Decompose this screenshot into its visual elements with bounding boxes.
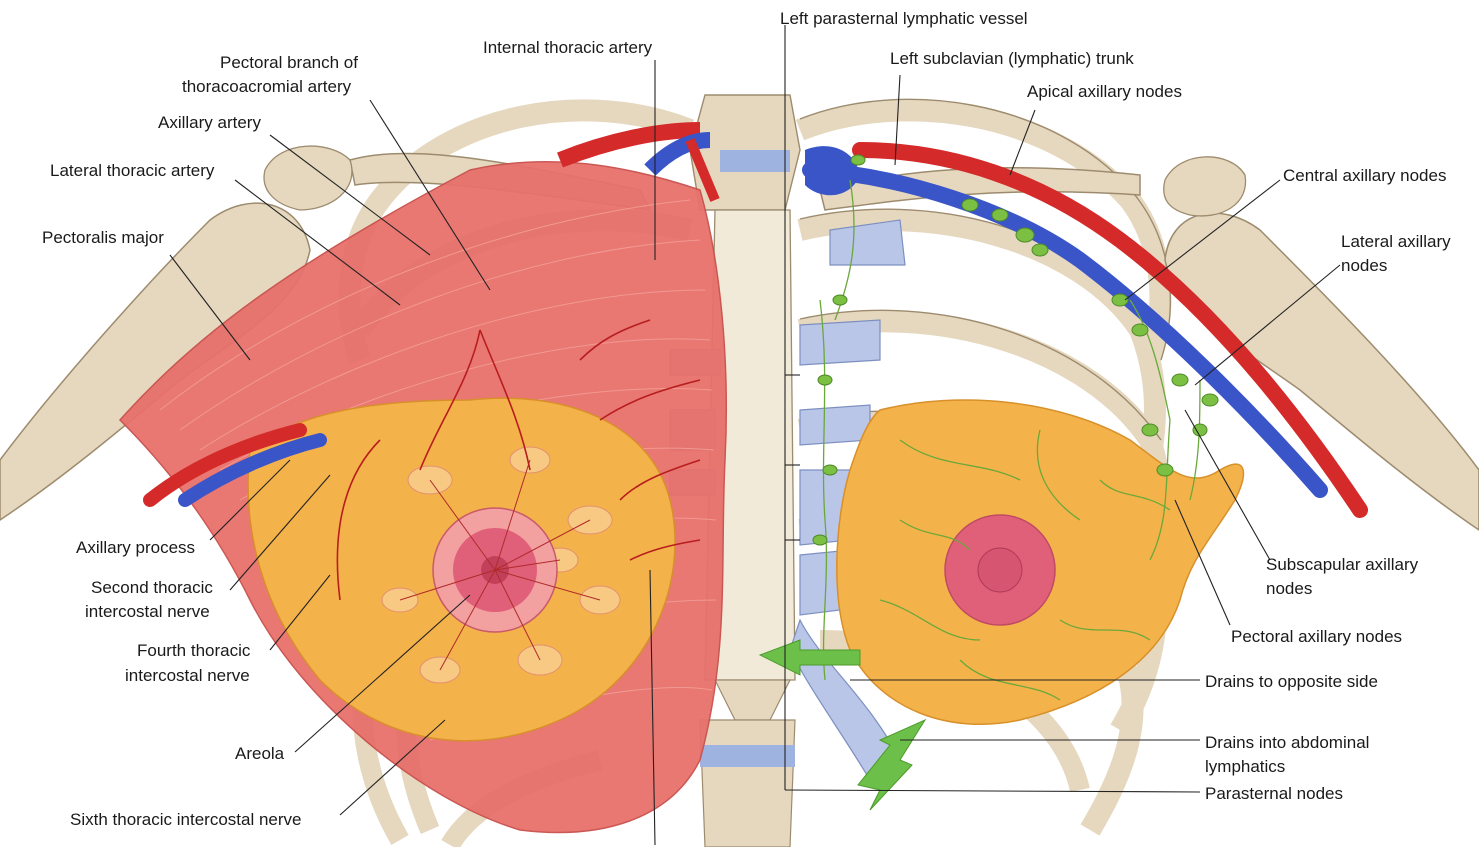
label-pectoral-axillary: Pectoral axillary nodes — [1231, 627, 1402, 646]
label-internal-thoracic: Internal thoracic artery — [483, 38, 653, 57]
label-areola: Areola — [235, 744, 285, 763]
left-acromion — [264, 146, 352, 210]
label-lateral-axillary-2: nodes — [1341, 256, 1387, 275]
label-left-subclavian: Left subclavian (lymphatic) trunk — [890, 49, 1134, 68]
label-subscapular-1: Subscapular axillary — [1266, 555, 1419, 574]
right-acromion — [1164, 157, 1246, 216]
label-subscapular-2: nodes — [1266, 579, 1312, 598]
label-drains-abdominal-2: lymphatics — [1205, 757, 1285, 776]
label-lateral-thoracic: Lateral thoracic artery — [50, 161, 215, 180]
label-second-thoracic-1: Second thoracic — [91, 578, 213, 597]
label-left-parasternal: Left parasternal lymphatic vessel — [780, 9, 1028, 28]
label-central-axillary: Central axillary nodes — [1283, 166, 1446, 185]
label-pectoralis-major: Pectoralis major — [42, 228, 164, 247]
label-lateral-axillary-1: Lateral axillary — [1341, 232, 1451, 251]
label-drains-opposite: Drains to opposite side — [1205, 672, 1378, 691]
right-areola — [945, 515, 1055, 625]
label-fourth-thoracic-2: intercostal nerve — [125, 666, 250, 685]
label-pectoral-branch-1: Pectoral branch of — [220, 53, 358, 72]
label-sixth-thoracic: Sixth thoracic intercostal nerve — [70, 810, 302, 829]
label-fourth-thoracic-1: Fourth thoracic — [137, 641, 251, 660]
label-drains-abdominal-1: Drains into abdominal — [1205, 733, 1369, 752]
label-axillary-process: Axillary process — [76, 538, 195, 557]
label-parasternal-nodes: Parasternal nodes — [1205, 784, 1343, 803]
label-axillary-artery: Axillary artery — [158, 113, 261, 132]
label-apical-axillary: Apical axillary nodes — [1027, 82, 1182, 101]
label-second-thoracic-2: intercostal nerve — [85, 602, 210, 621]
label-pectoral-branch-2: thoracoacromial artery — [182, 77, 352, 96]
